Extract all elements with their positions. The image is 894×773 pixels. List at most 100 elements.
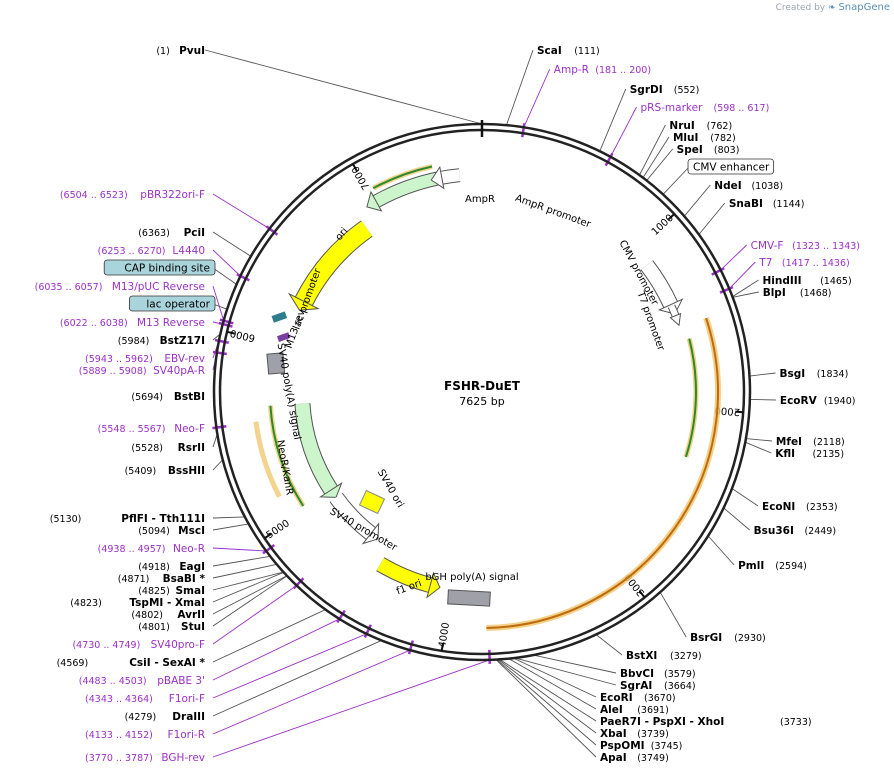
right-label-bbvci[interactable]: BbvCI(3579): [620, 668, 696, 680]
leader-prs-marker-mark: [604, 152, 614, 167]
left-label-ebv-rev[interactable]: EBV-rev(5943 .. 5962): [85, 353, 205, 365]
left-label-pflfi-tth111i[interactable]: PflFI - Tth111I(5130): [50, 513, 205, 525]
fshr-orf-line[interactable]: [486, 317, 719, 629]
label-name: pBR322ori-F: [140, 189, 205, 201]
left-label-f1ori-r[interactable]: F1ori-R(4133 .. 4152): [85, 729, 205, 741]
right-label-pmli[interactable]: PmlI(2594): [738, 560, 807, 572]
right-label-sgrai[interactable]: SgrAI(3664): [620, 680, 696, 692]
left-label-cap-binding-site[interactable]: CAP binding site: [103, 259, 216, 276]
right-label-snabi[interactable]: SnaBI(1144): [729, 198, 805, 210]
label-name: DraIII: [172, 711, 205, 723]
left-label-msci[interactable]: MscI(5094): [138, 525, 205, 537]
right-label-scai[interactable]: ScaI(111): [537, 45, 600, 57]
left-label-neo-f[interactable]: Neo-F(5548 .. 5567): [98, 423, 205, 435]
right-label-econi[interactable]: EcoNI(2353): [762, 501, 838, 513]
label-position: (1038): [751, 181, 783, 192]
label-position: (4938 .. 4957): [98, 544, 166, 555]
right-label-bsu36i[interactable]: Bsu36I(2449): [754, 525, 836, 537]
left-label-bsshii[interactable]: BssHII(5409): [125, 465, 205, 477]
label-position: (3739): [637, 729, 669, 740]
right-label-spei[interactable]: SpeI(803): [677, 144, 740, 156]
label-box: [687, 158, 775, 175]
right-label-prs-marker[interactable]: pRS-marker(598 .. 617): [641, 102, 770, 114]
left-label-csii-sexai[interactable]: CsiI - SexAI *(4569): [57, 657, 206, 669]
t7-promoter-feature-body: [668, 304, 679, 317]
label-position: (4279): [125, 712, 157, 723]
leader-kfli: [745, 441, 772, 454]
ampr-promoter-feature[interactable]: [430, 165, 461, 190]
neo-kanr-feature[interactable]: [294, 403, 343, 498]
right-label-ndei[interactable]: NdeI(1038): [714, 180, 783, 192]
label-name: PaeR7I - PspXI - XhoI: [600, 716, 724, 728]
right-label-blpi[interactable]: BlpI(1468): [763, 287, 832, 299]
left-label-neo-r[interactable]: Neo-R(4938 .. 4957): [98, 543, 205, 555]
left-label-draiii[interactable]: DraIII (4279): [125, 711, 205, 723]
left-label-lac-operator[interactable]: lac operator: [128, 295, 216, 312]
bgh-polya-feature[interactable]: [447, 589, 491, 607]
f1-ori-feature[interactable]: [376, 557, 441, 599]
left-label-bsabi[interactable]: BsaBI *(4871): [118, 573, 206, 585]
right-label-xbai[interactable]: XbaI(3739): [600, 728, 669, 740]
t7-promoter-feature[interactable]: [667, 304, 682, 327]
ampr-orf-line: [372, 165, 433, 190]
label-position: (3670): [644, 693, 676, 704]
leader-mfei: [745, 438, 772, 442]
leader-neo-r-mark: [262, 544, 276, 555]
right-label-pspomi[interactable]: PspOMI(3745): [600, 740, 682, 752]
sv40-polya-feature[interactable]: [266, 352, 286, 375]
left-label-pbr322ori-f[interactable]: pBR322ori-F(6504 .. 6523): [60, 189, 205, 201]
label-position: (5943 .. 5962): [85, 354, 153, 365]
label-name: NruI: [669, 120, 694, 132]
right-label-paer7i-pspxi-xhoi[interactable]: PaeR7I - PspXI - XhoI(3733): [600, 716, 812, 728]
left-label-sv40pro-f[interactable]: SV40pro-F(4730 .. 4749): [72, 639, 205, 651]
left-label-l4440[interactable]: L4440(6253 .. 6270): [98, 245, 205, 257]
leader-bsshii: [212, 459, 224, 471]
left-label-bstbi[interactable]: BstBI(5694): [131, 391, 205, 403]
f1-ori-feature-body: [376, 558, 433, 592]
ori-feature[interactable]: [287, 220, 373, 311]
left-label-pvui[interactable]: PvuI(1): [156, 45, 205, 57]
right-label-cmv-enhancer[interactable]: CMV enhancer: [687, 158, 775, 175]
right-label-ecori[interactable]: EcoRI(3670): [600, 692, 676, 704]
m13-rev-feature[interactable]: [276, 332, 291, 342]
right-label-t7[interactable]: T7(1417 .. 1436): [758, 257, 849, 269]
right-label-kfli[interactable]: KflI(2135): [775, 448, 844, 460]
left-label-smai[interactable]: SmaI(4825): [138, 585, 205, 597]
left-label-eagi[interactable]: EagI(4918): [138, 561, 205, 573]
right-label-bsrgi[interactable]: BsrGI(2930): [690, 632, 766, 644]
left-label-pcii[interactable]: PciI(6363): [138, 227, 205, 239]
left-label-sv40pa-r[interactable]: SV40pA-R(5889 .. 5908): [79, 365, 205, 377]
left-label-bgh-rev[interactable]: BGH-rev(3770 .. 3787): [85, 752, 205, 764]
label-name: CMV-F: [751, 240, 784, 252]
left-label-f1ori-f[interactable]: F1ori-F(4343 .. 4364): [85, 693, 205, 705]
left-label-stui[interactable]: StuI(4801): [138, 621, 205, 633]
left-label-bstz17i[interactable]: BstZ17I(5984): [118, 335, 205, 347]
right-label-bstxi[interactable]: BstXI(3279): [626, 650, 702, 662]
left-label-avrii[interactable]: AvrII(4802): [131, 609, 205, 621]
left-label-m13-puc-reverse[interactable]: M13/pUC Reverse(6035 .. 6057): [35, 281, 205, 293]
label-position: (5694): [131, 392, 163, 403]
right-label-amp-r[interactable]: Amp-R(181 .. 200): [554, 64, 651, 76]
label-name: SmaI: [176, 585, 206, 597]
sv40-ori-feature[interactable]: [358, 489, 386, 515]
right-label-hindiii[interactable]: HindIII(1465): [762, 275, 851, 287]
right-label-nrui[interactable]: NruI(762): [669, 120, 732, 132]
right-label-ecorv[interactable]: EcoRV(1940): [780, 395, 856, 407]
left-label-rsrii[interactable]: RsrII(5528): [131, 442, 205, 454]
credit-prefix: Created by: [775, 3, 826, 13]
right-label-alei[interactable]: AleI(3691): [600, 704, 669, 716]
sv40-promoter-feature[interactable]: [329, 492, 380, 545]
right-label-cmv-f[interactable]: CMV-F(1323 .. 1343): [751, 240, 860, 252]
label-name: M13/pUC Reverse: [112, 281, 205, 293]
lac-promoter-feature[interactable]: [271, 311, 288, 323]
right-label-apai[interactable]: ApaI(3749): [600, 752, 669, 764]
right-label-bsgi[interactable]: BsgI(1834): [780, 368, 849, 380]
left-label-m13-reverse[interactable]: M13 Reverse(6022 .. 6038): [60, 317, 205, 329]
label-position: (181 .. 200): [595, 65, 651, 76]
left-label-tspmi-xmai[interactable]: TspMI - XmaI(4823): [70, 597, 205, 609]
right-label-sgrdi[interactable]: SgrDI(552): [630, 84, 700, 96]
right-label-mfei[interactable]: MfeI(2118): [776, 436, 845, 448]
right-label-mlui[interactable]: MluI(782): [673, 132, 736, 144]
left-label-pbabe-3[interactable]: pBABE 3'(4483 .. 4503): [79, 675, 205, 687]
label-name: MscI: [178, 525, 205, 537]
